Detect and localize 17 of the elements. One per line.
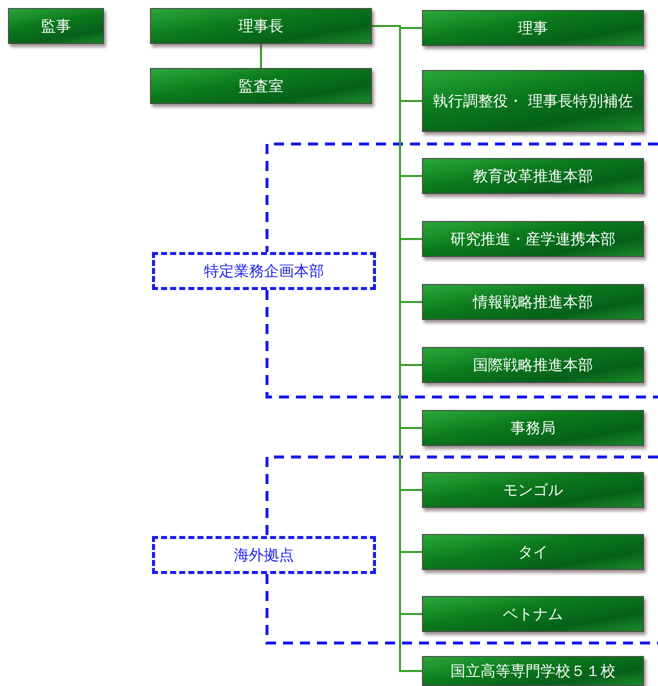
connector-line xyxy=(260,44,262,68)
org-unit-box: 国立高等専門学校５１校 xyxy=(422,656,644,686)
org-unit-box: 国際戦略推進本部 xyxy=(422,347,644,383)
group-label-box: 特定業務企画本部 xyxy=(152,252,376,290)
org-unit-box: 監事 xyxy=(8,8,104,44)
org-unit-box: 情報戦略推進本部 xyxy=(422,284,644,320)
org-unit-box: 監査室 xyxy=(150,68,372,104)
org-unit-box: タイ xyxy=(422,534,644,570)
group-label-box: 海外拠点 xyxy=(152,536,376,574)
org-unit-box: 理事 xyxy=(422,10,644,46)
org-unit-box: 研究推進・産学連携本部 xyxy=(422,221,644,257)
org-unit-box: 執行調整役・ 理事長特別補佐 xyxy=(422,70,644,132)
org-unit-box: 事務局 xyxy=(422,410,644,446)
org-unit-box: モンゴル xyxy=(422,472,644,508)
org-unit-box: ベトナム xyxy=(422,596,644,632)
org-unit-box: 理事長 xyxy=(150,8,372,44)
org-unit-box: 教育改革推進本部 xyxy=(422,158,644,194)
